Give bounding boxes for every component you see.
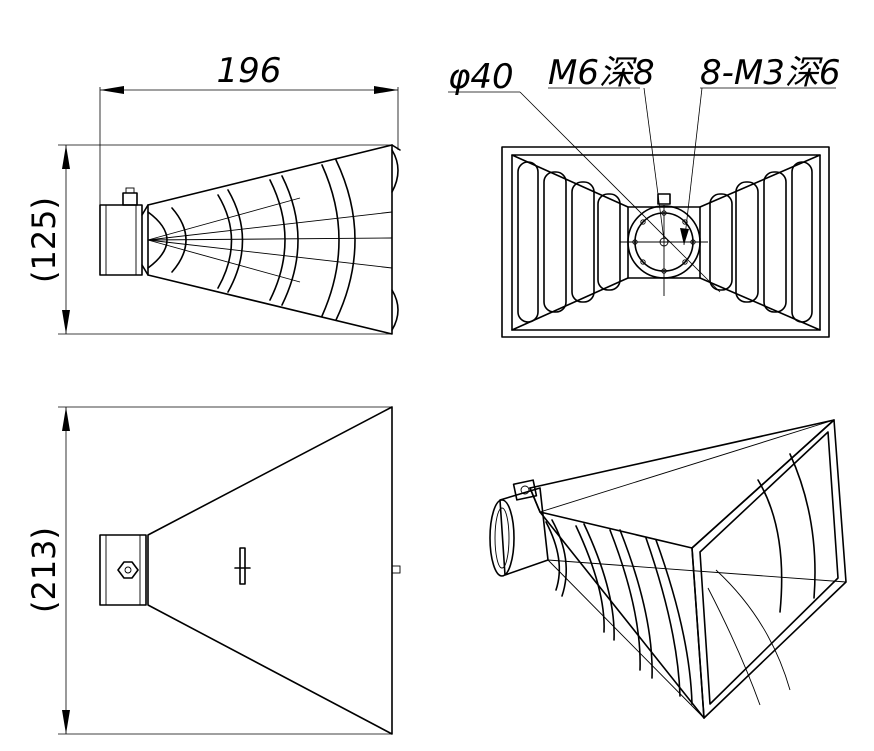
thread-center-leader — [643, 87, 665, 241]
iso-aperture — [691, 419, 847, 719]
thread-holes-leader — [683, 87, 703, 246]
horn-outline — [147, 144, 393, 335]
isometric-view — [489, 419, 847, 719]
horn-top-outline — [147, 406, 393, 735]
dimension-side-height: (125) — [25, 144, 392, 335]
callout-thread-center: M6深8 — [548, 53, 655, 93]
connector-body — [99, 204, 143, 276]
connector-top — [99, 534, 147, 606]
dimension-width: 196 — [99, 51, 399, 205]
connector-nut — [122, 192, 138, 206]
callout-thread-holes: 8-M3深6 — [700, 53, 841, 93]
dimension-width-label: 196 — [217, 51, 282, 91]
dimension-top-height: (213) — [25, 406, 392, 735]
top-view: (213) — [25, 406, 401, 735]
dimension-top-height-label: (213) — [25, 527, 63, 613]
side-view: 196 (125) — [25, 51, 401, 335]
diameter-leader — [519, 91, 721, 293]
aperture-frame — [501, 146, 830, 338]
nut-top-icon — [117, 561, 139, 579]
dimension-side-height-label: (125) — [25, 197, 63, 283]
callout-diameter: φ40 — [448, 57, 514, 97]
front-view: φ40 M6深8 8-M3深6 — [448, 53, 841, 338]
iso-connector — [499, 487, 549, 576]
